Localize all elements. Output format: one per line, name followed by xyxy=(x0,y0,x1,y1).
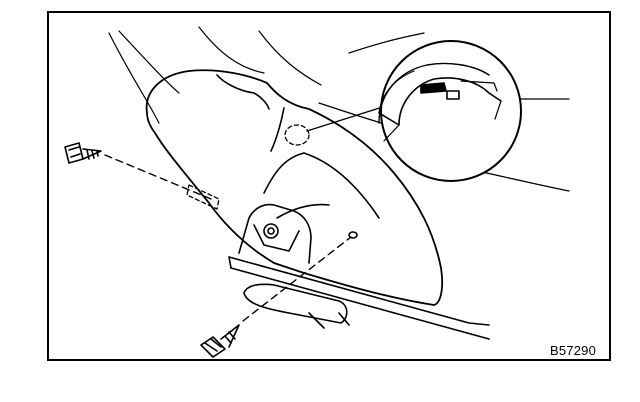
upper-screw-guide-line xyxy=(104,154,212,200)
detail-callout xyxy=(378,40,522,182)
recliner-cover xyxy=(145,69,444,306)
recliner-bracket xyxy=(228,203,490,340)
screw-hole xyxy=(348,231,358,239)
upper-screw-icon xyxy=(64,142,102,164)
diagram-frame: B57290 xyxy=(47,11,611,361)
callout-leader-line xyxy=(306,104,390,132)
seat-rail xyxy=(243,283,350,329)
exploded-view-illustration xyxy=(64,26,570,358)
lower-screw-guide-line xyxy=(242,236,352,322)
clip-hidden-outline xyxy=(186,124,310,210)
figure-id-label: B57290 xyxy=(550,343,597,358)
lower-screw-icon xyxy=(200,324,240,358)
